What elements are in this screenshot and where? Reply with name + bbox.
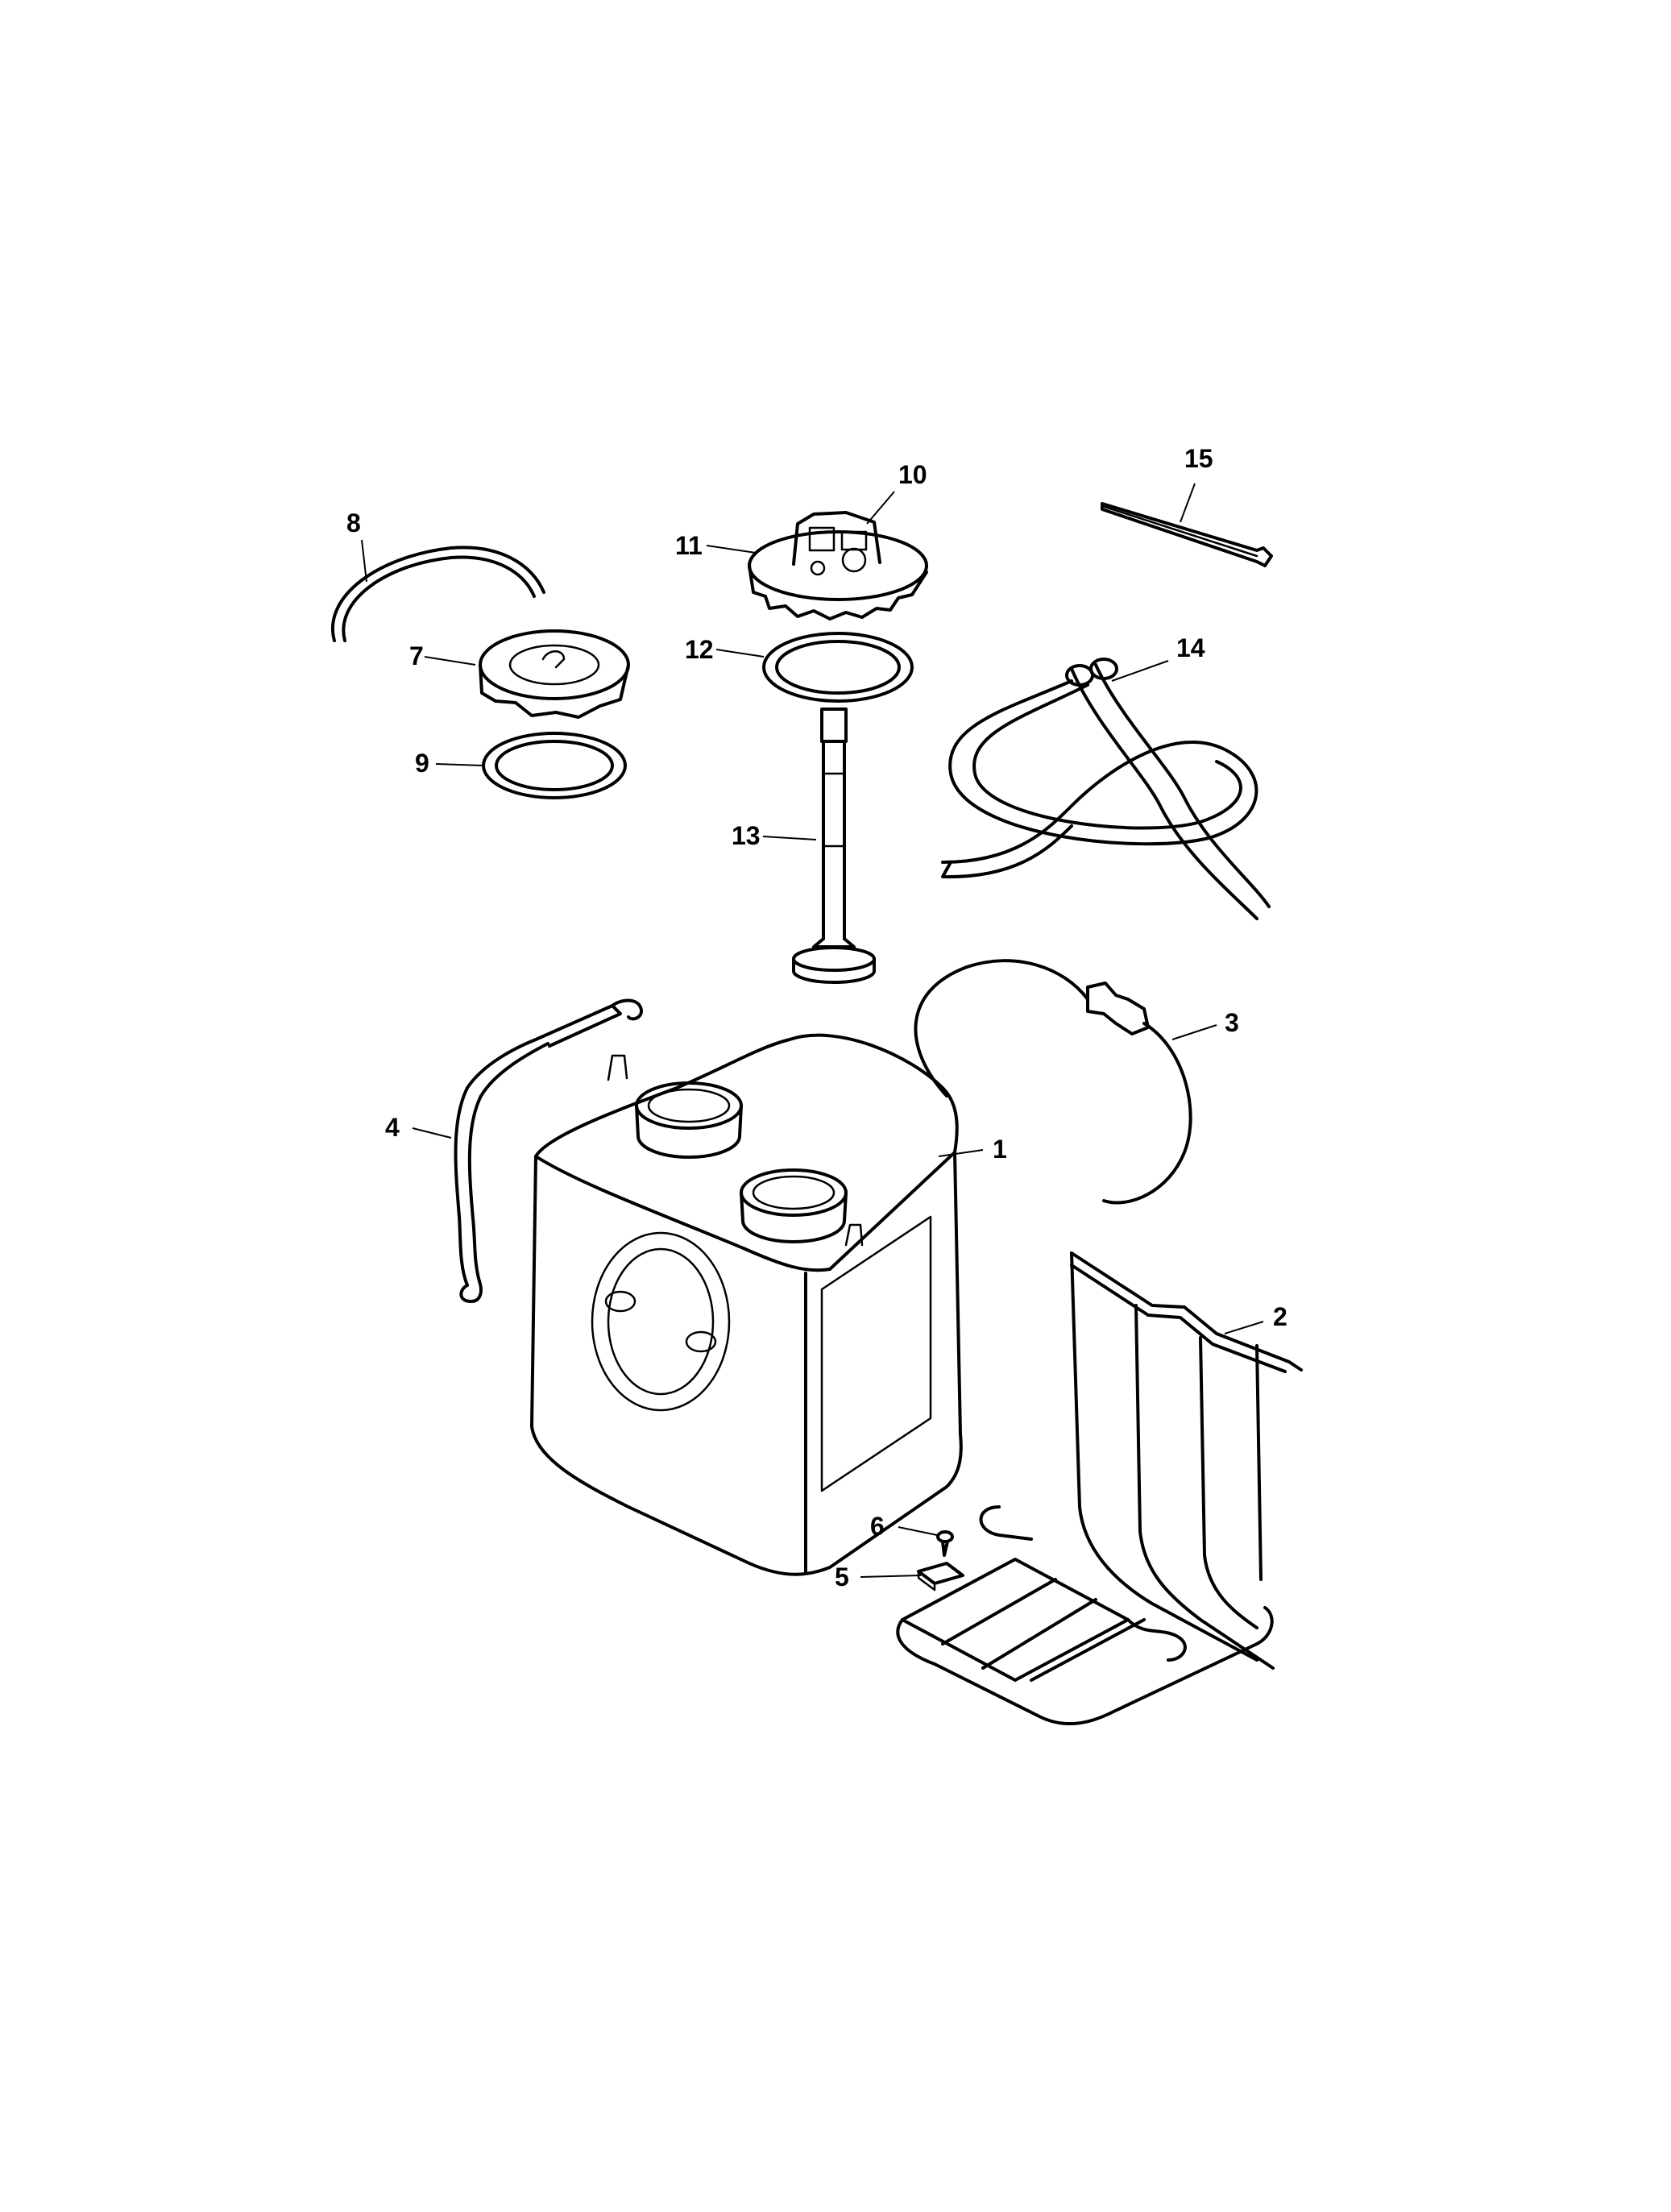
callout-12: 12 <box>685 635 714 664</box>
callout-14: 14 <box>1176 633 1205 662</box>
callout-11: 11 <box>675 531 703 560</box>
part-9-gasket <box>482 732 627 799</box>
callout-6: 6 <box>870 1512 885 1541</box>
callout-7: 7 <box>409 641 424 670</box>
callout-15: 15 <box>1184 444 1213 473</box>
callout-4: 4 <box>385 1113 400 1142</box>
part-12-gasket <box>762 632 914 703</box>
part-15-cable-tie <box>1101 502 1273 567</box>
part-5-clip <box>917 1562 964 1592</box>
callout-8: 8 <box>346 508 361 537</box>
part-7-fill-cap <box>479 629 630 719</box>
part-8-vent-hose <box>331 546 545 642</box>
part-2-wire-tray <box>896 1251 1303 1726</box>
callout-10: 10 <box>898 460 927 489</box>
part-14-hose <box>941 658 1271 920</box>
part-13-sender-tube <box>792 708 876 984</box>
callout-1: 1 <box>993 1135 1007 1164</box>
part-4-strap <box>454 998 643 1303</box>
part-10-11-sender-cap <box>748 511 928 620</box>
part-3-fuel-line <box>914 959 1192 1205</box>
callout-labels: 1 2 3 4 5 6 7 8 9 10 11 12 13 14 15 <box>346 444 1287 1592</box>
leader-lines <box>361 483 1264 1578</box>
callout-5: 5 <box>835 1563 849 1592</box>
callout-2: 2 <box>1273 1302 1287 1331</box>
part-1-fuel-tank <box>530 1033 963 1576</box>
part-6-screw <box>936 1530 954 1557</box>
callout-9: 9 <box>415 749 429 778</box>
callout-13: 13 <box>732 821 761 850</box>
callout-3: 3 <box>1225 1008 1239 1037</box>
